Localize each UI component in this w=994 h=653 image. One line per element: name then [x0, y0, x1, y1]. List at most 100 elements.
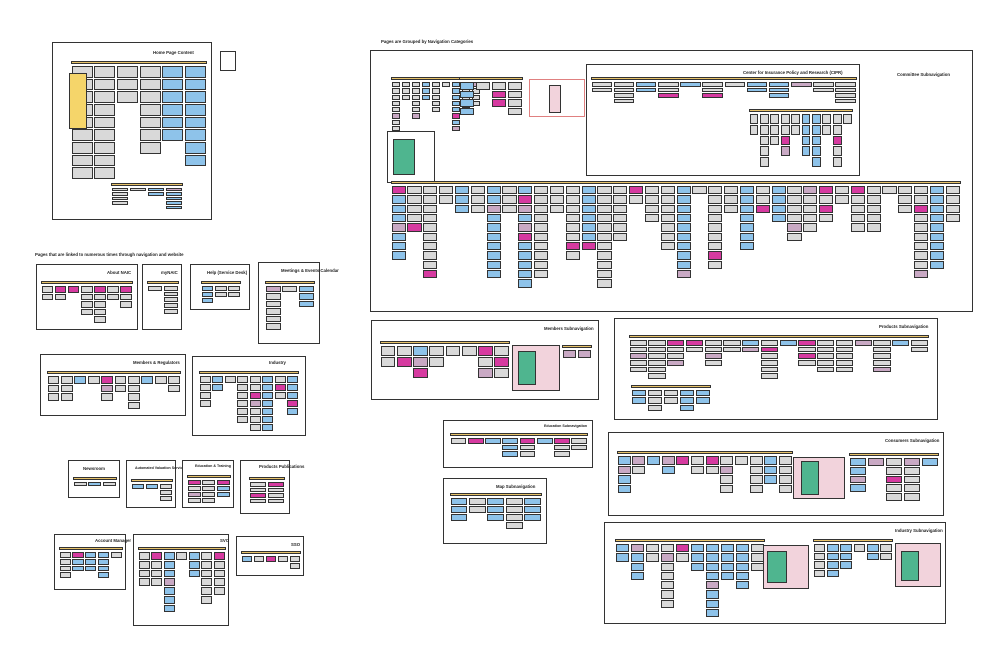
page-node	[849, 466, 866, 475]
category-header-bar	[41, 281, 133, 284]
page-node	[597, 186, 612, 195]
page-node	[801, 114, 811, 124]
page-node	[199, 376, 211, 383]
page-node	[885, 475, 902, 484]
page-node	[201, 552, 213, 560]
page-node	[850, 186, 865, 195]
page-node	[502, 438, 518, 444]
page-node	[705, 456, 719, 465]
page-node	[534, 232, 549, 241]
home-legend-box	[220, 51, 236, 71]
page-node	[811, 114, 821, 124]
page-node	[832, 157, 842, 167]
page-node	[249, 384, 261, 391]
page-node	[867, 458, 884, 466]
page-node	[565, 251, 580, 260]
page-node	[421, 94, 430, 100]
page-node	[237, 376, 248, 383]
page-node	[391, 223, 406, 232]
page-node	[826, 544, 839, 552]
page-node	[648, 373, 666, 379]
page-node	[734, 456, 748, 465]
page-node	[708, 223, 723, 232]
page-node	[519, 444, 536, 450]
page-node	[201, 286, 214, 291]
category-header-bar	[265, 281, 315, 284]
page-node	[212, 384, 223, 391]
page-node	[163, 303, 178, 308]
page-node	[801, 124, 811, 135]
page-node	[705, 581, 719, 590]
page-node	[708, 214, 723, 223]
industry-teal-block-2	[901, 551, 919, 581]
page-node	[704, 353, 722, 359]
page-node	[571, 438, 587, 444]
page-node	[835, 353, 853, 359]
page-node	[127, 393, 140, 401]
page-node	[94, 301, 106, 308]
page-node	[617, 456, 631, 465]
category-header-bar	[450, 433, 588, 436]
page-node	[676, 232, 691, 241]
page-node	[735, 544, 749, 553]
frame-title: Help (Service Desk)	[207, 270, 248, 275]
category-header-bar	[59, 547, 123, 550]
page-node	[507, 82, 522, 90]
page-node	[811, 124, 821, 135]
page-node	[486, 214, 501, 223]
page-node	[470, 186, 485, 195]
page-node	[73, 482, 87, 486]
page-node	[111, 196, 128, 201]
page-node	[746, 87, 768, 92]
page-node	[866, 544, 879, 552]
page-node	[735, 553, 749, 562]
page-node	[720, 571, 734, 580]
page-node	[613, 214, 628, 223]
page-node	[486, 204, 501, 213]
page-node	[778, 456, 792, 465]
page-node	[154, 376, 167, 384]
page-node	[945, 195, 960, 204]
page-node	[94, 316, 106, 323]
page-node	[705, 465, 719, 474]
page-node	[450, 438, 467, 444]
frame-title: Products Publications	[259, 464, 305, 469]
page-node	[760, 346, 778, 353]
page-node	[216, 486, 230, 491]
page-node	[648, 346, 666, 353]
page-node	[760, 353, 778, 359]
page-node	[85, 552, 97, 558]
page-node	[502, 195, 517, 204]
page-node	[267, 498, 284, 504]
page-node	[835, 98, 856, 103]
page-node	[391, 88, 400, 94]
page-node	[735, 571, 749, 580]
page-node	[613, 232, 628, 241]
page-node	[635, 82, 657, 87]
page-node	[690, 562, 704, 571]
page-node	[914, 270, 929, 279]
page-node	[644, 195, 660, 204]
page-node	[929, 223, 945, 232]
page-node	[94, 142, 116, 154]
page-node	[720, 553, 734, 562]
page-node	[94, 78, 116, 91]
page-node	[139, 142, 161, 154]
page-node	[929, 232, 945, 241]
page-node	[127, 376, 140, 384]
page-node	[749, 484, 763, 493]
page-node	[524, 498, 541, 505]
page-node	[524, 514, 541, 521]
page-node	[813, 561, 826, 569]
page-node	[249, 416, 261, 423]
frame-title: About NAIC	[107, 270, 132, 275]
page-node	[139, 129, 161, 141]
page-node	[613, 93, 635, 98]
page-node	[549, 186, 565, 195]
category-header-bar	[241, 551, 301, 554]
page-node	[835, 360, 853, 366]
page-node	[138, 560, 150, 569]
page-node	[676, 456, 690, 465]
page-node	[910, 340, 928, 346]
page-node	[597, 260, 612, 269]
